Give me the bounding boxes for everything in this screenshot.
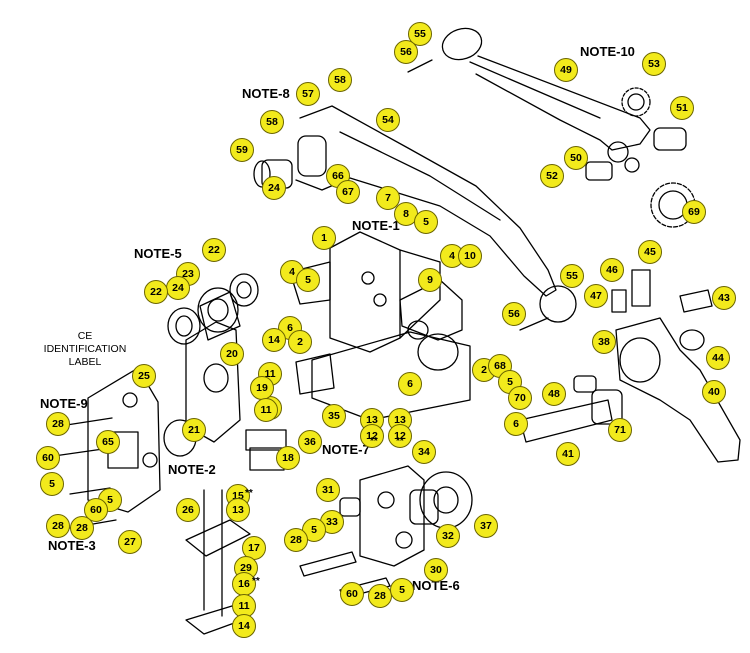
part-callout: 20 [220,342,244,366]
note-label: NOTE-9 [40,396,88,411]
part-callout: 26 [176,498,200,522]
part-callout: 69 [682,200,706,224]
part-callout: 57 [296,82,320,106]
part-callout: 44 [706,346,730,370]
part-callout: 18 [276,446,300,470]
part-callout: 47 [584,284,608,308]
part-callout: 71 [608,418,632,442]
part-callout: 51 [670,96,694,120]
part-callout: 65 [96,430,120,454]
part-callout: 10 [458,244,482,268]
note-label: NOTE-5 [134,246,182,261]
part-callout: 6 [398,372,422,396]
note-label: NOTE-3 [48,538,96,553]
part-callout: 28 [46,412,70,436]
part-callout: 24 [262,176,286,200]
part-callout: 58 [328,68,352,92]
part-callout: 1 [312,226,336,250]
part-callout: 52 [540,164,564,188]
part-callout: 19 [250,376,274,400]
part-callout: 58 [260,110,284,134]
part-callout: 48 [542,382,566,406]
part-callout: 5 [390,578,414,602]
ce-label-line: IDENTIFICATION [43,343,127,355]
note-label: NOTE-2 [168,462,216,477]
part-callout: 34 [412,440,436,464]
part-callout: 24 [166,276,190,300]
part-callout: 45 [638,240,662,264]
part-callout: 56 [394,40,418,64]
part-callout: 16 [232,572,256,596]
part-callout: 21 [182,418,206,442]
part-callout: 43 [712,286,736,310]
star-mark: ** [396,436,404,447]
part-callout: 13 [226,498,250,522]
part-callout: 50 [564,146,588,170]
part-callout: 25 [132,364,156,388]
part-callout: 27 [118,530,142,554]
part-callout: 22 [144,280,168,304]
part-callout: 59 [230,138,254,162]
part-callout: 32 [436,524,460,548]
part-callout: 53 [642,52,666,76]
star-mark: ** [245,488,253,499]
operating-arm [253,105,577,331]
star-mark: ** [252,576,260,587]
star-mark: ** [370,436,378,447]
part-callout: 56 [502,302,526,326]
part-callout: 2 [288,330,312,354]
bearing-assembly [167,273,259,345]
ce-label-line: CE [77,330,93,342]
release-handle [519,269,741,463]
part-callout: 28 [46,514,70,538]
part-callout: 49 [554,58,578,82]
part-callout: 9 [418,268,442,292]
part-callout: 55 [560,264,584,288]
part-callout: 41 [556,442,580,466]
part-callout: 22 [202,238,226,262]
note-label: NOTE-8 [242,86,290,101]
part-callout: 5 [40,472,64,496]
part-callout: 28 [368,584,392,608]
part-callout: 60 [340,582,364,606]
part-callout: 6 [504,412,528,436]
part-callout: 36 [298,430,322,454]
handle-lever [407,27,651,173]
part-callout: 70 [508,386,532,410]
part-callout: 38 [592,330,616,354]
part-callout: 37 [474,514,498,538]
part-callout: 8 [394,202,418,226]
part-callout: 46 [600,258,624,282]
part-callout: 54 [376,108,400,132]
part-callout: 14 [232,614,256,638]
part-callout: 5 [414,210,438,234]
part-callout: 14 [262,328,286,352]
ce-identification-label: CE IDENTIFICATION LABEL [40,330,130,369]
part-callout: 30 [424,558,448,582]
note-label: NOTE-10 [580,44,635,59]
part-callout: 35 [322,404,346,428]
part-callout: 67 [336,180,360,204]
note-label: NOTE-1 [352,218,400,233]
part-callout: 28 [284,528,308,552]
part-callout: 12 [388,424,412,448]
ce-label-line: LABEL [68,356,102,368]
part-callout: 60 [36,446,60,470]
part-callout: 11 [254,398,278,422]
part-callout: 40 [702,380,726,404]
part-callout: 31 [316,478,340,502]
part-callout: 5 [296,268,320,292]
note-label: NOTE-7 [322,442,370,457]
part-callout: 28 [70,516,94,540]
part-callout: 12 [360,424,384,448]
note-label: NOTE-6 [412,578,460,593]
spring-plate [185,489,251,635]
